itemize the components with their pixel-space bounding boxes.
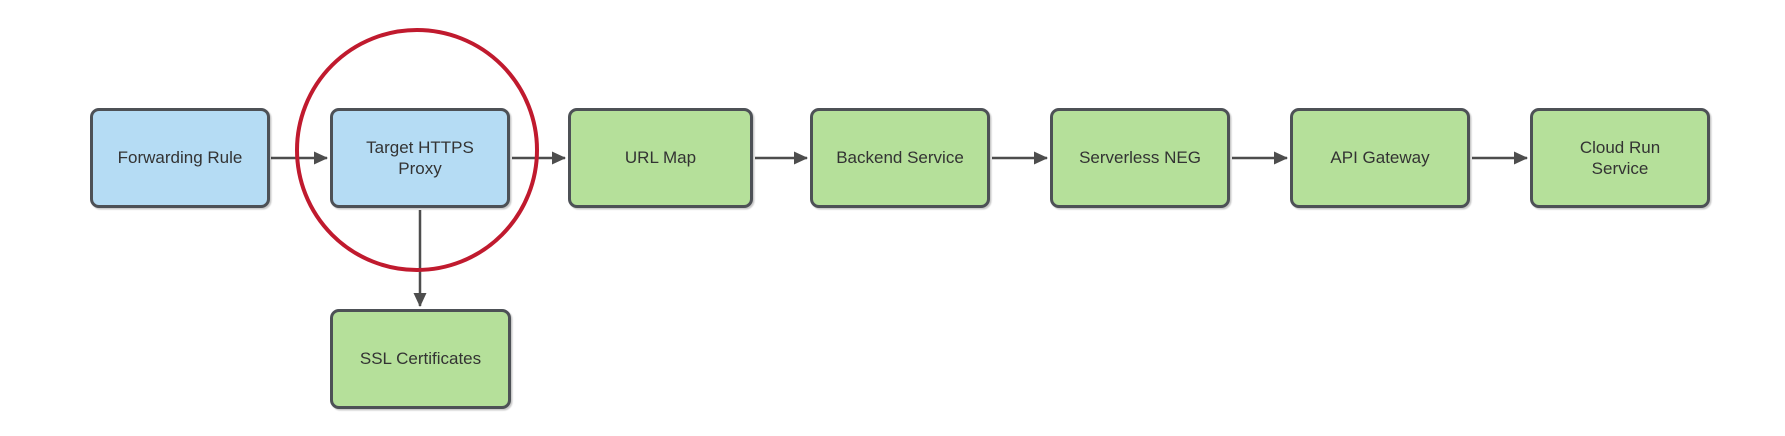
- node-url-map: URL Map: [568, 108, 753, 208]
- node-label: API Gateway: [1330, 148, 1430, 168]
- node-label: Cloud Run Service: [1579, 137, 1661, 178]
- node-cloud-run-service: Cloud Run Service: [1530, 108, 1710, 208]
- node-label: Serverless NEG: [1079, 148, 1201, 168]
- node-target-https-proxy: Target HTTPS Proxy: [330, 108, 510, 208]
- node-ssl-certificates: SSL Certificates: [330, 309, 511, 409]
- node-label: URL Map: [624, 148, 697, 168]
- node-backend-service: Backend Service: [810, 108, 990, 208]
- node-serverless-neg: Serverless NEG: [1050, 108, 1230, 208]
- node-label: Target HTTPS Proxy: [366, 137, 474, 178]
- node-forwarding-rule: Forwarding Rule: [90, 108, 270, 208]
- node-label: SSL Certificates: [359, 349, 482, 369]
- node-label: Forwarding Rule: [117, 148, 243, 168]
- node-api-gateway: API Gateway: [1290, 108, 1470, 208]
- node-label: Backend Service: [836, 148, 964, 168]
